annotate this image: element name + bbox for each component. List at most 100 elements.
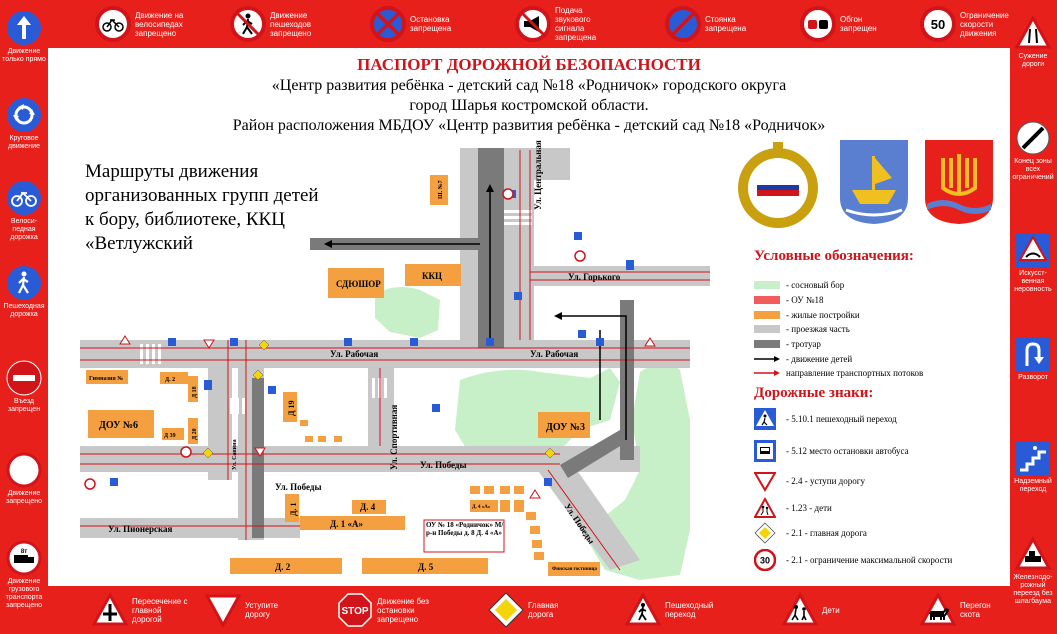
building-dou3 — [538, 412, 590, 438]
sign-label: Стоянка запрещена — [705, 15, 747, 33]
building-d20 — [188, 418, 198, 444]
roundabout-icon — [7, 98, 41, 132]
road-sign-label: - 1.23 - дети — [786, 502, 832, 513]
road-sign-label: - 2.1 - ограничение максимальной скорост… — [786, 554, 953, 565]
pedestrian-crossing-icon — [625, 592, 661, 626]
building-dou6 — [88, 410, 154, 438]
sign-no-trucks: 8т Движение грузового транспорта запреще… — [0, 540, 48, 610]
sign-cattle: Перегон скота — [920, 592, 1000, 628]
sign-yield: Уступите дорогу — [205, 592, 295, 628]
legend-label: - проезжая часть — [786, 324, 850, 334]
building-label: Д. 1 «А» — [330, 519, 363, 529]
building-d4 — [352, 500, 386, 514]
sign-no-pedestrians: Движение пешеходов запрещено — [230, 6, 340, 42]
building-label: Д 18 — [192, 386, 198, 398]
building-hotel — [548, 562, 600, 576]
building-d2a — [160, 372, 188, 384]
forest-area — [375, 286, 440, 338]
sign-label: Круговое движение — [8, 135, 40, 150]
dou18-label-box — [423, 519, 505, 553]
cattle-icon — [920, 592, 956, 626]
building-d5 — [362, 558, 488, 574]
sign-label: Движение грузового транспорта запрещено — [5, 578, 43, 609]
sign-pedestrian-crossing: Пешеходный переход — [625, 592, 715, 628]
sign-pedestrian-path: Пешеходная дорожка — [0, 265, 48, 319]
legend-swatch — [754, 281, 780, 289]
end-restrictions-icon — [1016, 121, 1050, 155]
yield-icon — [205, 594, 241, 628]
road-gorkogo — [530, 266, 710, 286]
gibdd-emblem-icon — [738, 142, 818, 228]
legend-label: - жилые постройки — [786, 310, 860, 320]
sign-label: Искусст- венная неровность — [1014, 270, 1052, 293]
building-label: Д. 1 — [289, 502, 298, 516]
no-entry-icon — [6, 360, 42, 396]
sign-label: Движение запрещено — [5, 490, 42, 505]
sign-no-entry: Въезд запрещен — [0, 360, 48, 414]
building-label: Д. 4 — [360, 502, 376, 512]
crossroad-icon — [92, 592, 128, 626]
no-stopping-icon — [370, 6, 406, 42]
sign-no-bicycles: Движение на велосипедах запрещено — [95, 6, 215, 42]
sign-label: Пешеходный переход — [665, 601, 714, 619]
building-label: СДЮШОР — [336, 279, 381, 289]
sign-label: Ограничение скорости движения — [960, 10, 1009, 38]
legend-item-traffic-flow: направление транспортных потоков — [754, 366, 923, 380]
building-label: Ш. №7 — [438, 180, 444, 199]
speed-bump-icon — [1016, 233, 1050, 267]
road-sign-item: 30 - 2.1 - ограничение максимальной скор… — [754, 549, 986, 571]
yield-icon — [754, 472, 776, 492]
street-label-gorkogo: Ул. Горького — [568, 272, 621, 282]
road-rabochaya — [80, 340, 690, 368]
sign-children: Дети — [782, 592, 852, 628]
street-label-pobedy: Ул. Победы — [420, 460, 466, 470]
subtitle-line-1: «Центр развития ребёнка - детский сад №1… — [271, 77, 787, 94]
building-d18 — [188, 376, 198, 402]
legend-label: - ОУ №18 — [786, 295, 824, 305]
main-road-icon — [488, 592, 524, 628]
sign-stop: STOP Движение без остановки запрещено — [337, 592, 447, 628]
no-horn-icon — [515, 6, 551, 42]
sign-main-road: Главная дорога — [488, 592, 568, 628]
sign-u-turn: Разворот — [1009, 336, 1057, 382]
routes-caption: Маршруты движения организованных групп д… — [85, 161, 319, 254]
road-sign-label: - 2.4 - уступи дорогу — [786, 475, 865, 486]
sign-bicycle-path: Велоси- педная дорожка — [0, 180, 48, 242]
road-sign-label: - 5.12 место остановки автобуса — [786, 445, 909, 456]
sidewalk — [252, 378, 264, 538]
sign-label: Движение без остановки запрещено — [377, 596, 429, 624]
building-d19 — [283, 392, 297, 422]
sign-label: Пересечение с главной дорогой — [132, 596, 188, 624]
building-label: Д. 2 — [275, 562, 291, 572]
building-kkc — [405, 264, 461, 286]
legend-item-forest: - сосновый бор — [754, 278, 844, 292]
building-sdyushor — [328, 268, 384, 298]
child-route — [560, 315, 627, 440]
sidewalk — [620, 300, 634, 460]
children-icon — [754, 497, 776, 518]
no-bicycles-icon — [95, 6, 131, 42]
sign-speed-limit: 50 Ограничение скорости движения — [920, 6, 1030, 42]
road-sign-item: - 5.10.1 пешеходный переход — [754, 408, 897, 430]
red-arrow-icon — [754, 370, 780, 376]
road-sign-label: - 5.10.1 пешеходный переход — [786, 413, 897, 424]
no-traffic-icon — [6, 452, 42, 488]
subtitle-line-3: Район расположения МБДОУ «Центр развития… — [232, 117, 826, 134]
sign-straight-only: Движение только прямо — [0, 10, 48, 64]
sign-label: Дети — [822, 605, 840, 615]
pedestrian-path-icon — [7, 266, 41, 300]
speed-limit-icon: 50 — [920, 6, 956, 42]
sign-no-horn: Подача звукового сигнала запрещена — [515, 6, 615, 42]
legend-label: - движение детей — [786, 354, 853, 364]
sign-label: Подача звукового сигнала запрещена — [555, 6, 597, 42]
sign-label: Сужение дороги — [1018, 53, 1048, 68]
sign-no-traffic: Движение запрещено — [0, 452, 48, 506]
page-title: ПАСПОРТ ДОРОЖНОЙ БЕЗОПАСНОСТИ — [357, 55, 701, 74]
building-gymnasium — [86, 370, 128, 384]
legend-item-child-movement: - движение детей — [754, 352, 852, 366]
legend-swatch — [754, 325, 780, 333]
building-label: Финская гостиница — [552, 567, 597, 572]
building-d1a — [300, 516, 405, 530]
building-label: Гимназия № — [89, 376, 123, 382]
road-sign-item: - 2.4 - уступи дорогу — [754, 470, 865, 492]
